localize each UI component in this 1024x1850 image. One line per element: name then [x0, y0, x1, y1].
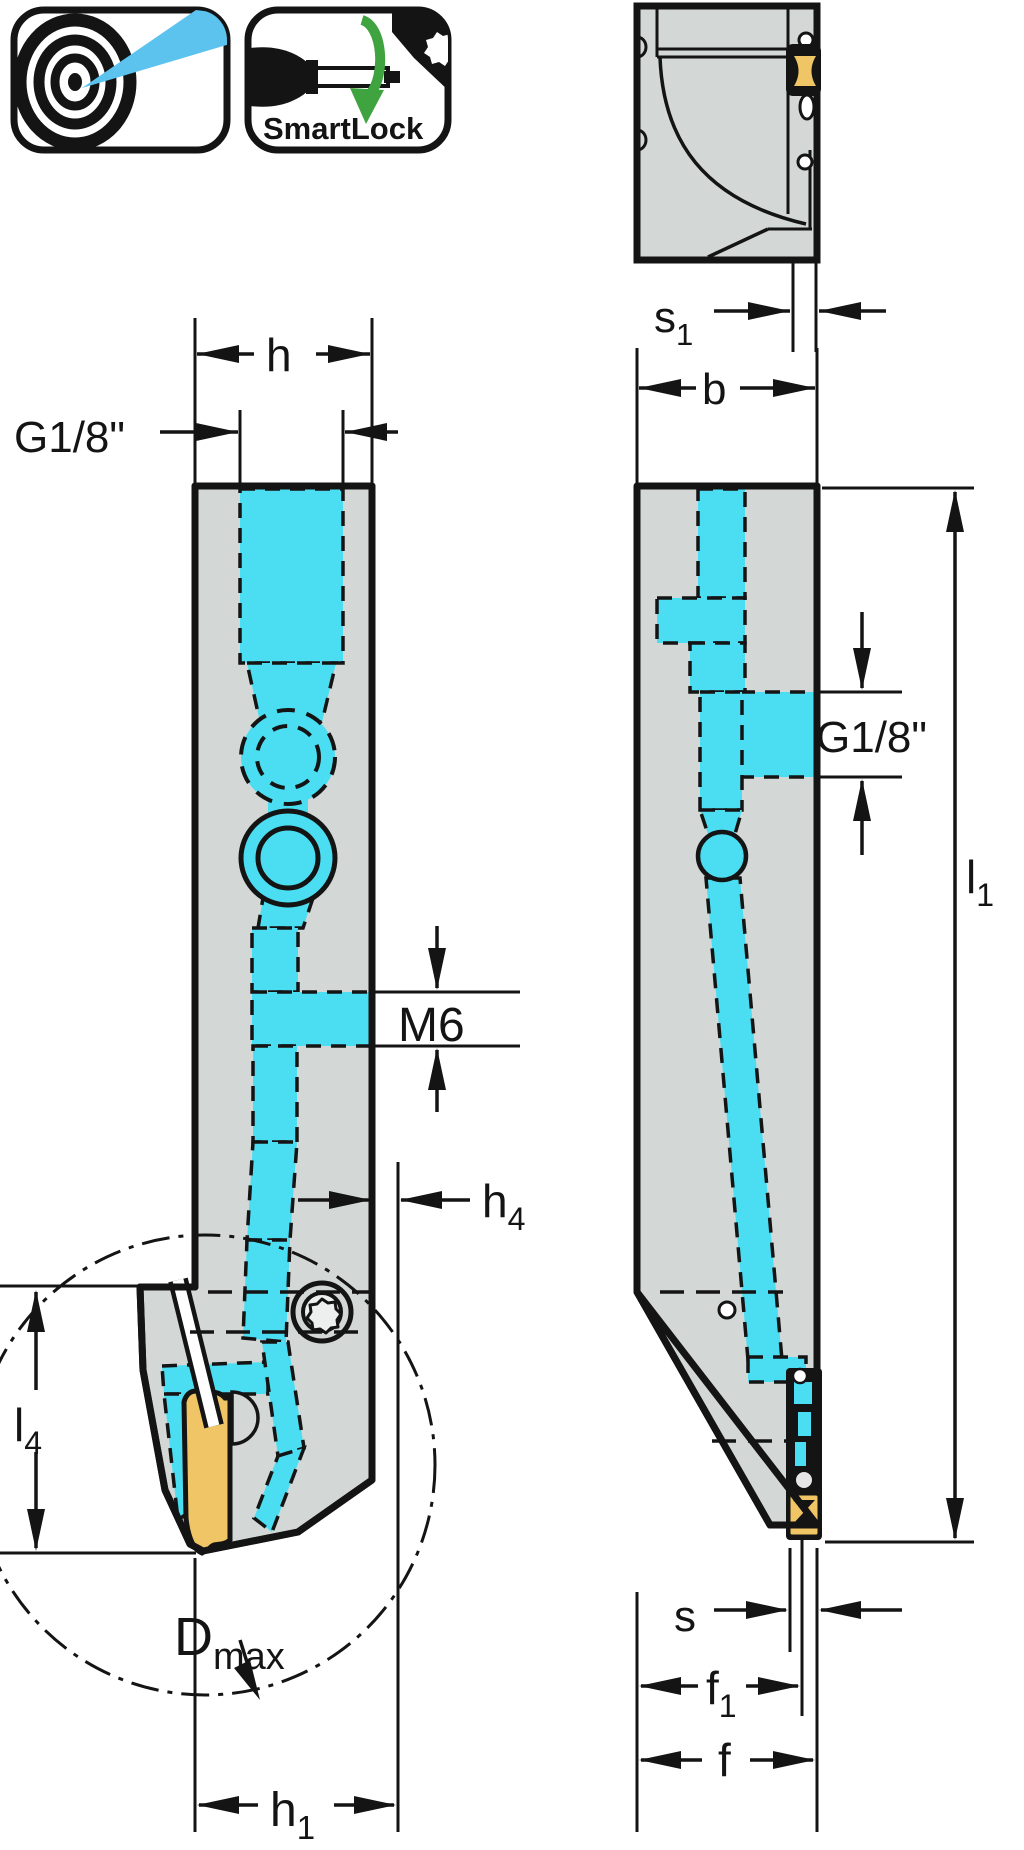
dimension-b: b: [635, 348, 819, 483]
dimension-g18-front: G1/8": [14, 410, 398, 483]
label-l4: l4: [14, 1399, 42, 1461]
clamp-slot: [168, 1277, 224, 1429]
top-view-body: [633, 2, 821, 264]
label-b: b: [702, 365, 726, 414]
coolant-jet-icon: [82, 10, 227, 88]
side-view-drawing: [633, 482, 822, 1540]
target-icon: [14, 13, 137, 150]
dimension-l1: l1: [822, 486, 994, 1544]
label-s1: s1: [654, 293, 693, 352]
dimension-s1: s1: [654, 263, 886, 352]
label-l1: l1: [966, 851, 994, 913]
screwdriver-icon: [250, 47, 400, 107]
smartlock-label: SmartLock: [263, 111, 424, 146]
side-port-hole: [695, 829, 749, 883]
side-view-blade: [786, 1367, 822, 1540]
dimension-h: h: [193, 318, 374, 483]
hidden-hole: [239, 708, 337, 806]
label-h4: h4: [482, 1175, 525, 1237]
torx-screw-icon: [290, 1280, 354, 1344]
smartlock-badge: SmartLock: [244, 6, 452, 154]
dimension-g18-side: G1/8": [816, 612, 927, 855]
pocket-curve: [658, 56, 807, 226]
rotation-arrow-icon: [350, 15, 386, 124]
dimension-m6: M6: [374, 926, 520, 1112]
insert-seat: [230, 1390, 260, 1446]
top-view-drawing: [633, 2, 821, 264]
dmax-circle: [0, 1233, 437, 1697]
dimension-h1: h1: [193, 1558, 396, 1846]
top-view-insert: [786, 44, 821, 96]
side-coolant-channel: [655, 487, 819, 1384]
dimension-h4: h4: [298, 1162, 525, 1832]
label-h: h: [266, 329, 292, 381]
label-h1: h1: [270, 1784, 315, 1846]
label-g18-side: G1/8": [816, 713, 927, 762]
dimension-f1: f1: [635, 1536, 804, 1832]
precision-coolant-icon: [10, 6, 231, 154]
label-dmax: Dmax: [174, 1607, 285, 1678]
label-f1: f1: [706, 1662, 737, 1724]
coolant-outlet-hole: [791, 1367, 809, 1385]
dimension-dmax: Dmax: [174, 1607, 285, 1700]
dimension-l4: l4: [0, 1284, 196, 1555]
label-m6: M6: [398, 999, 465, 1052]
insert-corner-icon: [392, 10, 448, 92]
label-s: s: [674, 1592, 696, 1641]
front-view-drawing: [0, 482, 437, 1697]
label-g18-front: G1/8": [14, 413, 125, 462]
dimension-f: f: [639, 1734, 815, 1786]
label-f: f: [718, 1734, 731, 1786]
dimension-s: s: [674, 1548, 902, 1832]
